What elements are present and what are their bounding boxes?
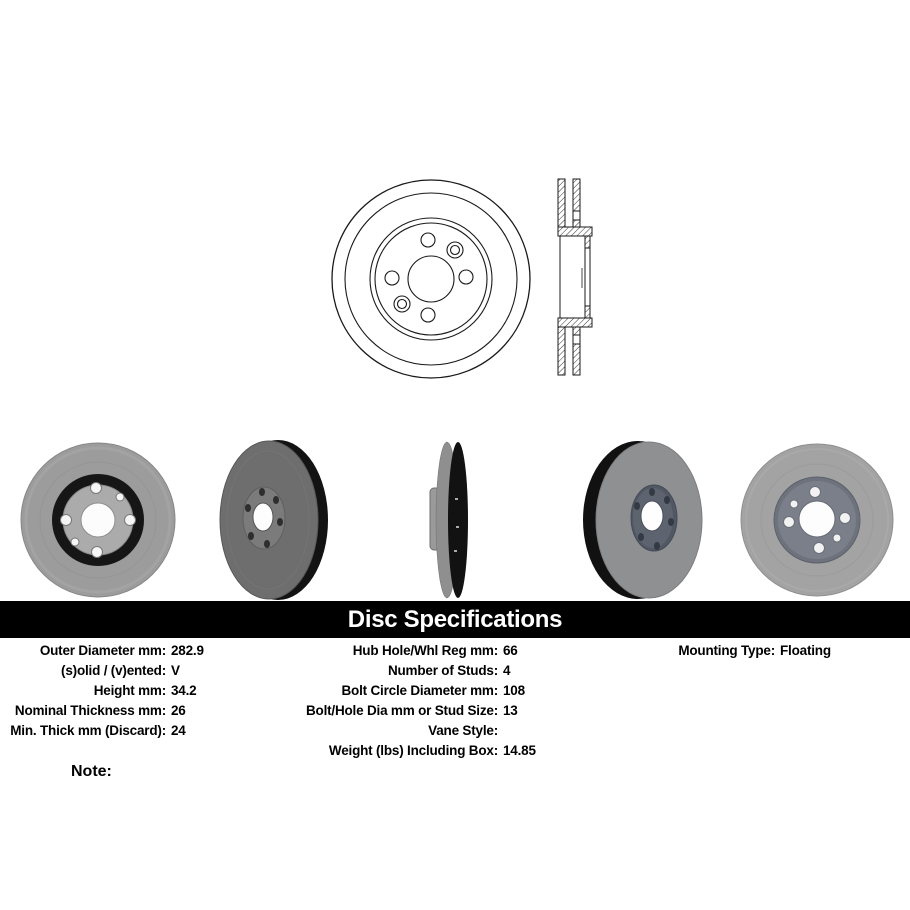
spec-row-min-thick: Min. Thick mm (Discard): 24 <box>0 721 300 741</box>
spec-value: 14.85 <box>503 743 536 758</box>
spec-label: Bolt/Hole Dia mm or Stud Size: <box>305 703 498 718</box>
spec-value: 24 <box>171 723 186 738</box>
spec-row-hub-hole: Hub Hole/Whl Reg mm: 66 <box>300 641 620 661</box>
rotor-three-quarter-right-photo <box>219 440 328 600</box>
spec-value: 13 <box>503 703 518 718</box>
disc-front-drawing <box>331 179 531 379</box>
spec-label: Mounting Type: <box>678 643 775 658</box>
disc-specifications-banner: Disc Specifications <box>0 601 910 638</box>
spec-label: Nominal Thickness mm: <box>14 703 166 718</box>
spec-label: Vane Style: <box>428 723 498 738</box>
spec-row-height: Height mm: 34.2 <box>0 681 300 701</box>
bolt-holes <box>60 482 136 558</box>
spec-row-solid-vented: (s)olid / (v)ented: V <box>0 661 300 681</box>
spec-row-outer-diameter: Outer Diameter mm: 282.9 <box>0 641 300 661</box>
spec-value: V <box>171 663 180 678</box>
spec-row-vane-style: Vane Style: <box>300 721 620 741</box>
spec-row-bolt-hole-dia: Bolt/Hole Dia mm or Stud Size: 13 <box>300 701 620 721</box>
rotor-edge-profile-photo <box>429 441 468 599</box>
banner-title: Disc Specifications <box>347 606 563 633</box>
spec-value: 282.9 <box>171 643 204 658</box>
center-bore <box>798 500 836 538</box>
spec-row-mounting-type: Mounting Type: Floating <box>620 641 910 661</box>
spec-label: Hub Hole/Whl Reg mm: <box>352 643 498 658</box>
spec-label: Bolt Circle Diameter mm: <box>341 683 499 698</box>
bolt-holes <box>783 486 851 554</box>
spec-row-bolt-circle-diameter: Bolt Circle Diameter mm: 108 <box>300 681 620 701</box>
spec-label: Height mm: <box>93 683 166 698</box>
rotor-rear-view-photo <box>740 443 894 597</box>
spec-row-number-of-studs: Number of Studs: 4 <box>300 661 620 681</box>
spec-column-middle: Hub Hole/Whl Reg mm: 66 Number of Studs:… <box>300 641 620 761</box>
rotor-front-view-photo <box>20 442 176 598</box>
spec-value: 4 <box>503 663 511 678</box>
spec-column-left: Outer Diameter mm: 282.9 (s)olid / (v)en… <box>0 641 300 741</box>
vane-slots <box>454 498 459 552</box>
technical-drawing <box>331 178 593 379</box>
bolt-holes <box>245 488 283 548</box>
spec-label: (s)olid / (v)ented: <box>61 663 166 678</box>
spec-label: Outer Diameter mm: <box>39 643 166 658</box>
rotor-three-quarter-left-photo <box>583 441 703 599</box>
spec-row-nominal-thickness: Nominal Thickness mm: 26 <box>0 701 300 721</box>
vented-edge <box>448 442 468 598</box>
spec-row-weight: Weight (lbs) Including Box: 14.85 <box>300 741 620 761</box>
spec-label: Min. Thick mm (Discard): <box>10 723 166 738</box>
spec-value: 66 <box>503 643 518 658</box>
spec-value: 108 <box>503 683 525 698</box>
spec-label: Number of Studs: <box>387 663 498 678</box>
center-bore <box>640 500 664 532</box>
spec-value: 26 <box>171 703 186 718</box>
spec-column-right: Mounting Type: Floating <box>620 641 910 661</box>
bolt-holes <box>634 488 674 550</box>
spec-value: 34.2 <box>171 683 197 698</box>
disc-cross-section-drawing <box>557 178 593 376</box>
note-label: Note: <box>71 763 112 780</box>
center-bore <box>252 502 274 532</box>
spec-label: Weight (lbs) Including Box: <box>328 743 498 758</box>
spec-value: Floating <box>780 643 831 658</box>
center-bore <box>80 502 116 538</box>
